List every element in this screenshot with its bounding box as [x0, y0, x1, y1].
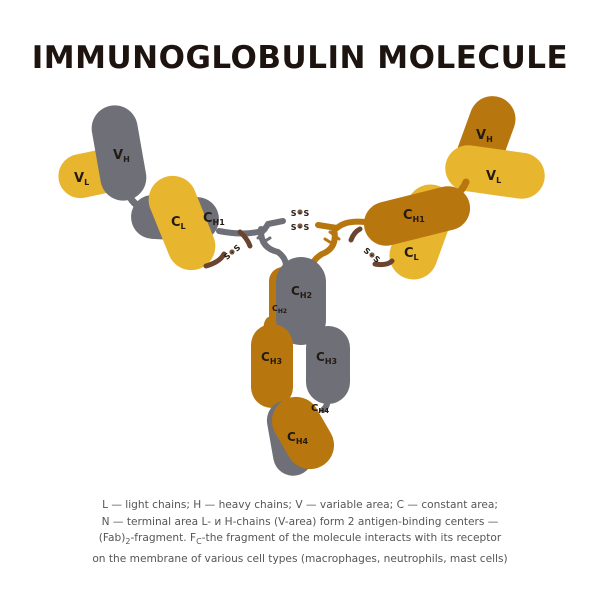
disulfide-label-right: S·S	[362, 246, 382, 265]
label-vh-right: VH	[476, 128, 493, 144]
caption-line-1: L — light chains; H — heavy chains; V — …	[102, 499, 498, 511]
label-ch2-gray: CH2	[291, 284, 312, 300]
fc-stem	[251, 257, 350, 476]
label-ch4-gold: CH4	[287, 430, 309, 446]
disulfide-label-lower: S·S	[291, 223, 310, 232]
label-ch4-gray: CH4	[311, 403, 329, 415]
domain-vl-right	[445, 145, 545, 199]
domain-vh-left	[91, 105, 147, 201]
domain-ch4-gold	[272, 396, 334, 470]
label-ch1-right: CH1	[403, 208, 425, 224]
domain-ch1-right	[363, 186, 471, 246]
domain-cl-left	[148, 175, 216, 271]
diagram-caption: L — light chains; H — heavy chains; V — …	[20, 497, 580, 567]
disulfide-label-upper: S·S	[291, 209, 310, 218]
domain-ch3-gold	[251, 324, 293, 408]
label-ch2-gold: CH2	[272, 304, 287, 315]
hinge-link-vh-ch1-right	[451, 178, 470, 200]
caption-line-2: N — terminal area L- и H-chains (V-area)…	[101, 515, 499, 528]
disulfide-label-left: S·S	[222, 243, 242, 262]
domain-labels: VH VL CL CH1 VH VL CH1 CL CH2 CH2 CH3 CH…	[74, 128, 501, 446]
left-fab-arm	[58, 105, 219, 271]
diagram-title: IMMUNOGLOBULIN MOLECULE	[31, 40, 569, 76]
label-ch3-gold: CH3	[261, 350, 282, 366]
hinge-region	[203, 209, 395, 271]
label-cl-right: CL	[404, 246, 419, 262]
label-ch1-left: CH1	[203, 211, 225, 227]
label-vh-left: VH	[113, 148, 130, 164]
domain-ch2-gray	[276, 257, 326, 345]
caption-line-4: on the membrane of various cell types (m…	[92, 552, 508, 565]
label-ch3-gray: CH3	[316, 350, 337, 366]
label-vl-right: VL	[486, 169, 501, 185]
label-vl-left: VL	[74, 171, 89, 187]
label-cl-left: CL	[171, 215, 186, 231]
right-fab-arm	[363, 96, 545, 280]
domain-ch3-gray	[306, 326, 350, 404]
caption-line-3: (Fab)2-fragment. FC-the fragment of the …	[98, 532, 502, 547]
